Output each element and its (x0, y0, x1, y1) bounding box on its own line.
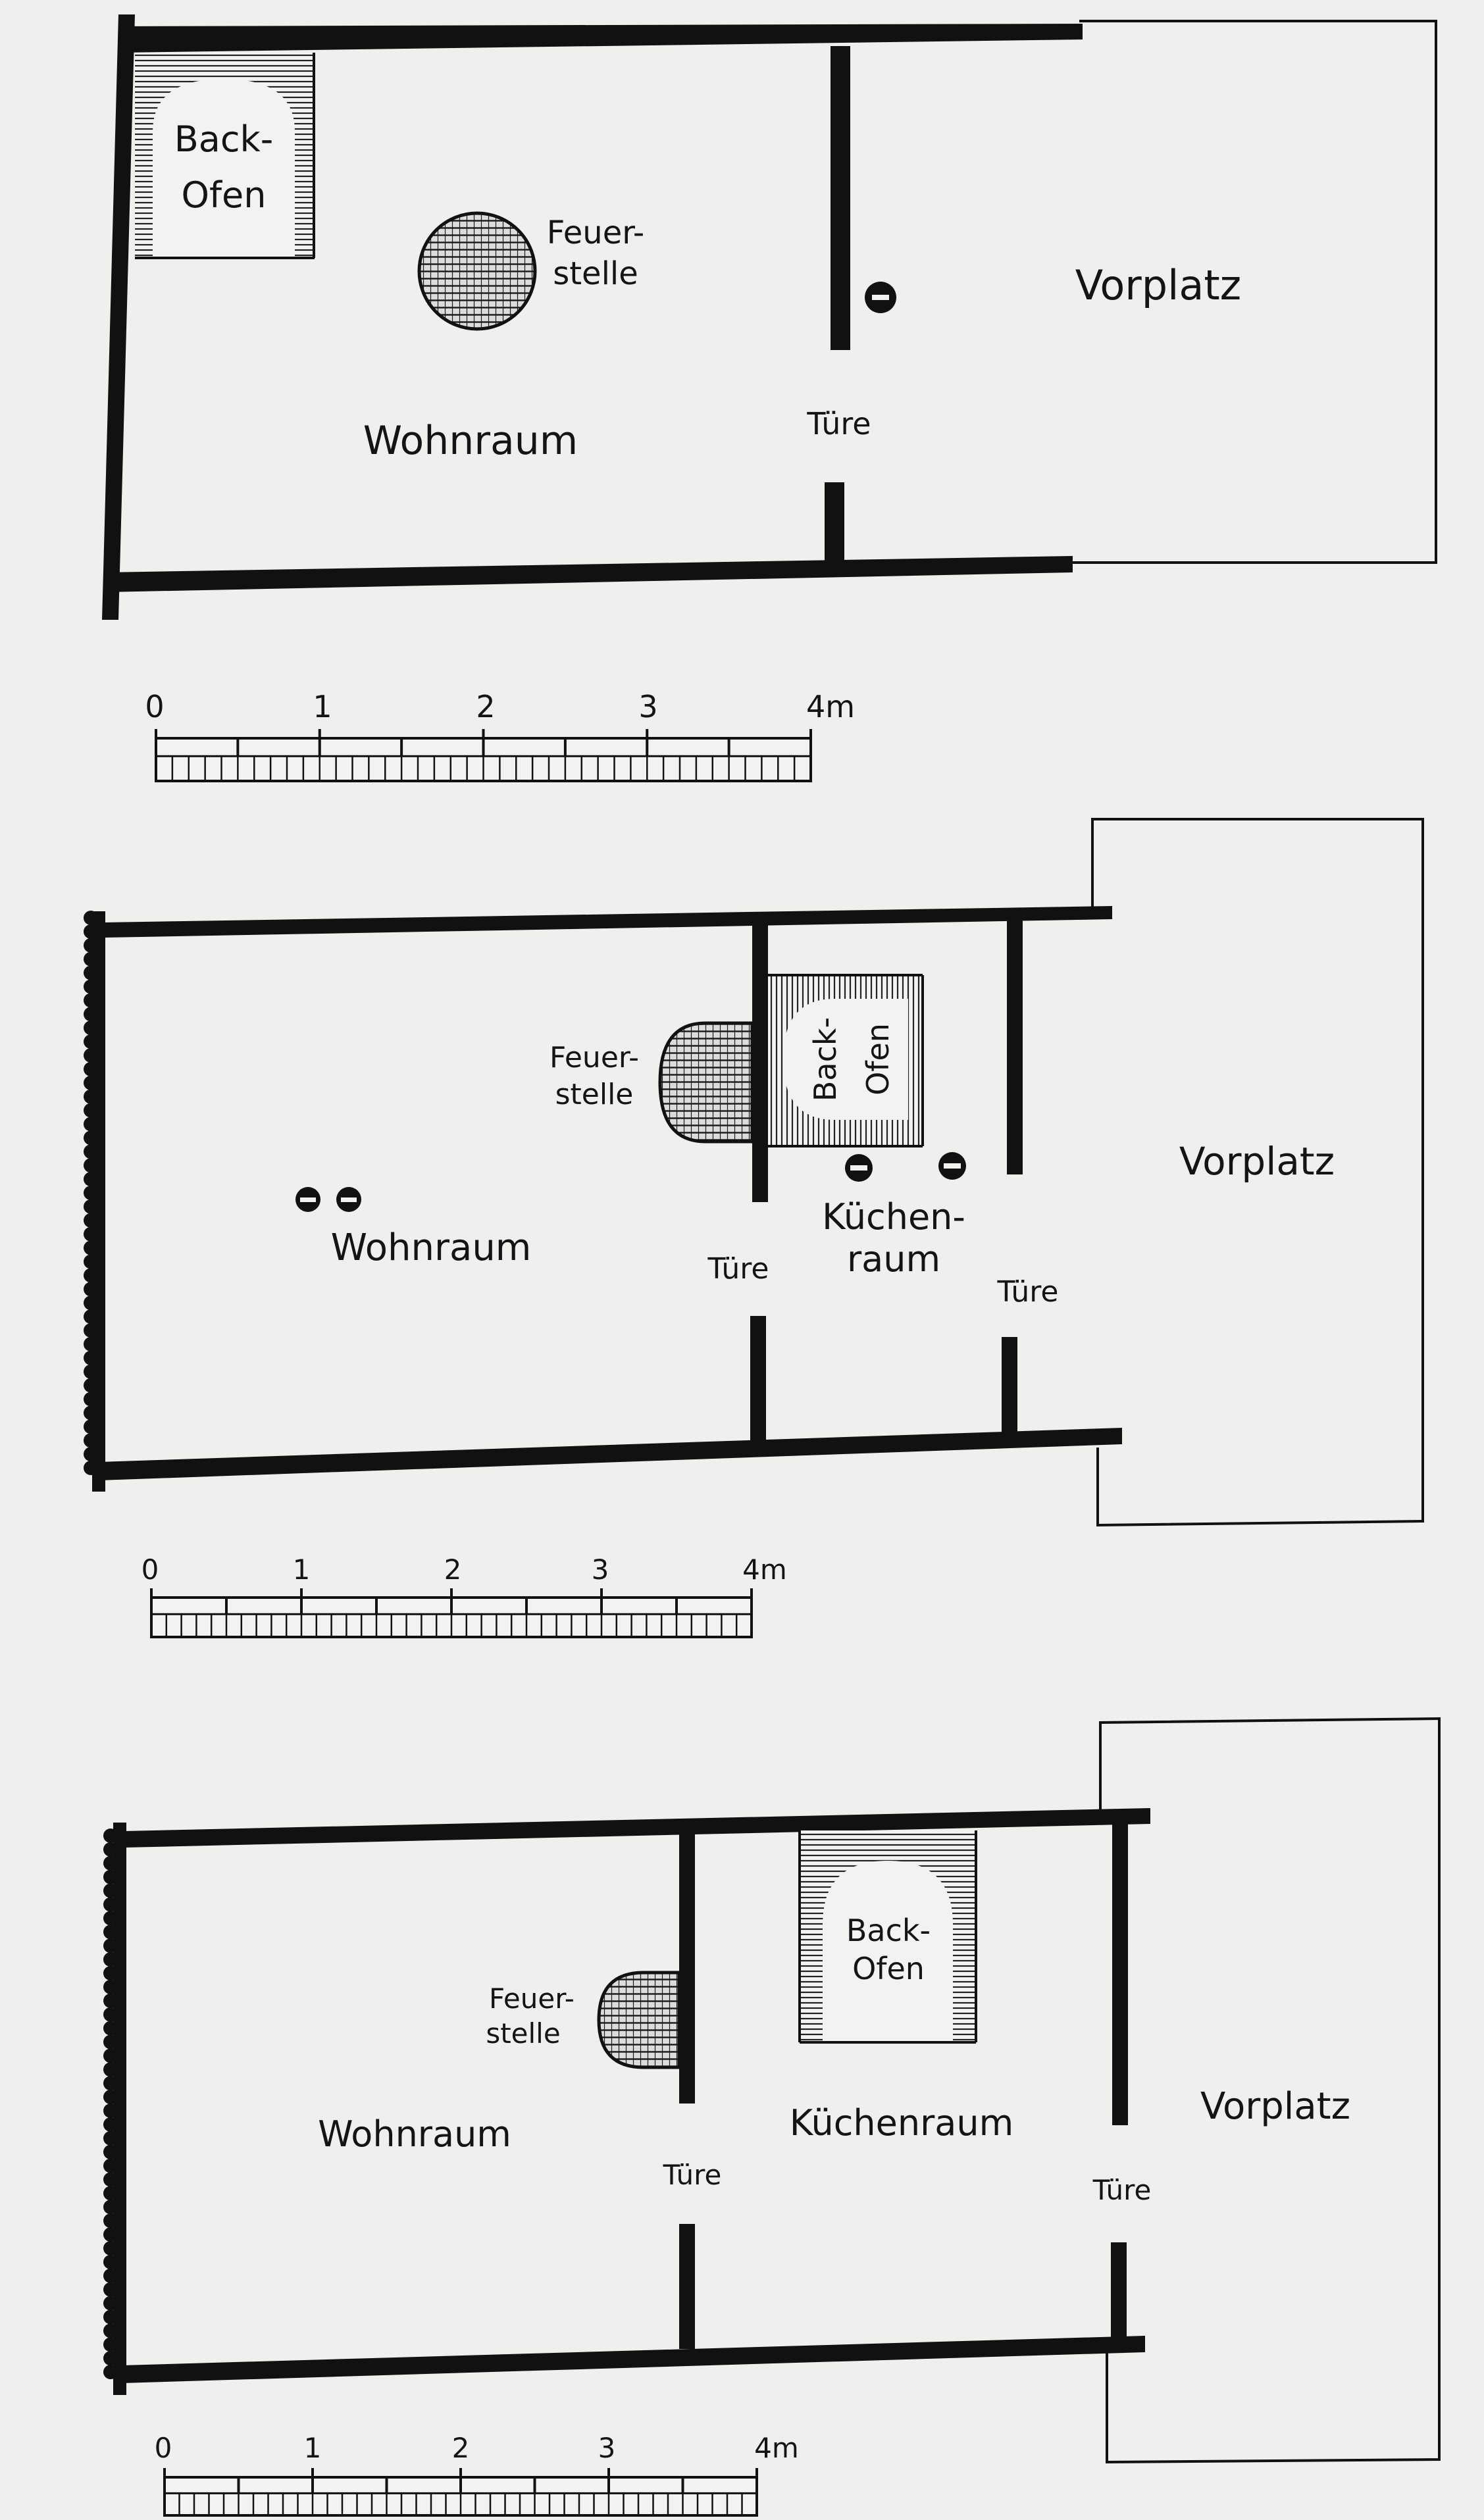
vorplatz-label: Vorplatz (1179, 1139, 1335, 1184)
partition-wall-1-upper (679, 1830, 695, 2104)
scale-bar-1: 0 1 2 3 4m (145, 689, 855, 782)
scale-1-tick-2: 2 (476, 689, 495, 724)
scale-1-tick-0: 0 (145, 689, 164, 724)
back-ofen-label-line2: Ofen (852, 1951, 925, 1986)
partition-wall-2-upper (1112, 1816, 1128, 2125)
partition-wall-lower (825, 482, 844, 568)
scale-3-tick-0: 0 (155, 2432, 172, 2464)
tuere-label: Türe (806, 406, 871, 441)
top-wall (104, 906, 1112, 938)
wohnraum-label: Wohnraum (363, 418, 578, 464)
post-marker (865, 282, 896, 313)
scale-1-tick-3: 3 (638, 689, 657, 724)
tuere-label-1: Türe (707, 1252, 769, 1286)
back-ofen-label-line1: Back- (174, 118, 274, 160)
back-ofen-label-line1: Back- (846, 1913, 931, 1948)
kuechenraum-label-line2: raum (847, 1238, 940, 1280)
post-marker (336, 1187, 361, 1212)
feuerstelle-hearth (658, 1021, 754, 1144)
back-ofen-label-line2: Ofen (860, 1023, 896, 1096)
post-marker (295, 1187, 320, 1212)
bottom-wall (122, 2336, 1145, 2383)
scale-3-tick-2: 2 (452, 2432, 470, 2464)
tuere-label-2: Türe (997, 1275, 1059, 1309)
vorplatz-label: Vorplatz (1075, 261, 1241, 309)
scale-1-tick-1: 1 (313, 689, 332, 724)
feuerstelle-label-line1: Feuer- (489, 1982, 575, 2015)
tuere-label-1: Türe (663, 2159, 722, 2191)
back-ofen: Back- Ofen (135, 53, 315, 259)
feuerstelle-hearth (417, 211, 537, 331)
scale-2-tick-4: 4m (742, 1553, 787, 1586)
outer-wall (102, 14, 135, 620)
feuerstelle-label-line1: Feuer- (550, 1041, 639, 1074)
back-ofen-label-line1: Back- (807, 1017, 843, 1101)
post-marker (845, 1154, 873, 1182)
feuerstelle-label-line2: stelle (553, 255, 638, 292)
scale-3-tick-4: 4m (754, 2432, 799, 2464)
partition-wall-1-lower (750, 1316, 766, 1448)
scale-2-tick-1: 1 (293, 1553, 311, 1586)
feuerstelle-label-line2: stelle (486, 2017, 560, 2050)
scale-bar-3: 0 1 2 3 4m (155, 2432, 799, 2517)
scale-1-tick-4: 4m (806, 689, 855, 724)
plan-1: Back- Ofen Feuer- stelle Wohnraum Türe V… (102, 14, 1437, 620)
top-wall (118, 24, 1083, 53)
wohnraum-label: Wohnraum (318, 2113, 511, 2155)
scale-3-tick-3: 3 (598, 2432, 616, 2464)
plan-2: Back- Ofen Feuer- stelle Wohnraum Küchen… (84, 818, 1424, 1527)
top-wall (124, 1808, 1150, 1848)
partition-wall-1-lower (679, 2224, 695, 2349)
partition-wall-1-upper (752, 922, 768, 1202)
scale-bar-2: 0 1 2 3 4m (141, 1553, 787, 1638)
back-ofen-label-line2: Ofen (182, 174, 267, 216)
partition-wall-upper (831, 46, 850, 350)
tuere-label-2: Türe (1092, 2174, 1152, 2206)
feuerstelle-label-line2: stelle (555, 1078, 634, 1111)
vorplatz-outline (1073, 20, 1437, 564)
vorplatz-outline (1099, 1717, 1441, 2464)
scale-2-tick-3: 3 (592, 1553, 609, 1586)
kuechenraum-label-line1: Küchen- (822, 1196, 965, 1238)
partition-wall-2-upper (1007, 911, 1023, 1174)
outer-wall (92, 911, 105, 1492)
outer-wall (113, 1823, 126, 2395)
scale-2-tick-0: 0 (141, 1553, 159, 1586)
wohnraum-label: Wohnraum (331, 1226, 532, 1269)
vorplatz-outline (1091, 818, 1424, 1527)
partition-wall-2-lower (1111, 2242, 1127, 2341)
feuerstelle-hearth (597, 1971, 681, 2069)
vorplatz-label: Vorplatz (1200, 2085, 1350, 2128)
plan-3: Back- Ofen Feuer- stelle Wohnraum Küchen… (103, 1717, 1441, 2464)
bottom-wall (99, 1428, 1122, 1480)
back-ofen: Back- Ofen (768, 974, 924, 1147)
back-ofen: Back- Ofen (798, 1830, 977, 2044)
feuerstelle-label-line1: Feuer- (547, 214, 644, 251)
scale-3-tick-1: 1 (304, 2432, 322, 2464)
scale-2-tick-2: 2 (444, 1553, 462, 1586)
kuechenraum-label: Küchenraum (790, 2102, 1013, 2144)
post-marker (938, 1152, 966, 1180)
partition-wall-2-lower (1002, 1337, 1017, 1437)
